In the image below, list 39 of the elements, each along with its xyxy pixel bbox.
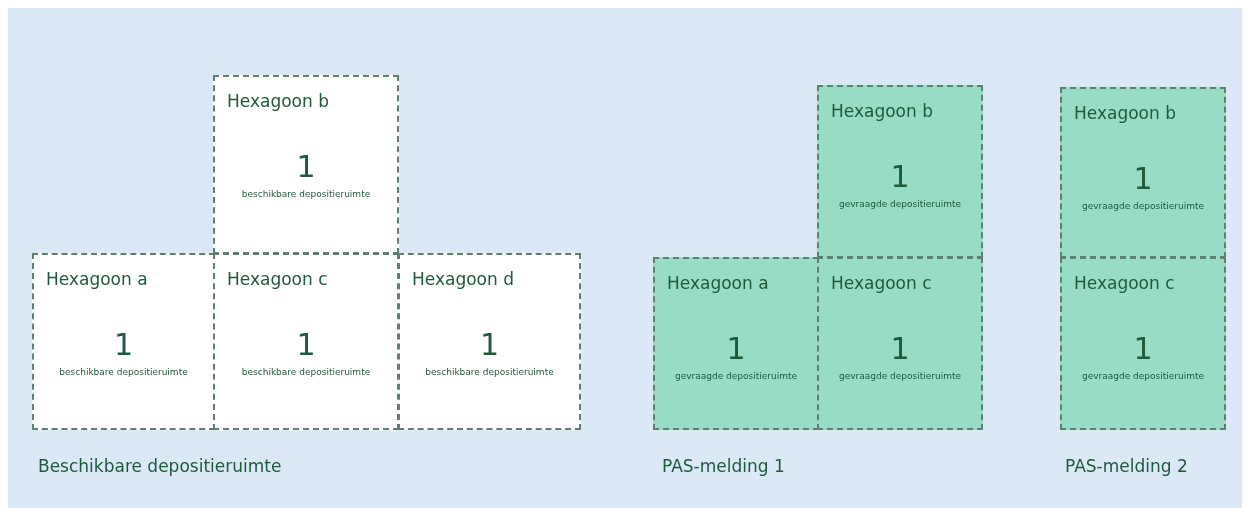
hexagon-tile (1060, 257, 1226, 430)
hexagon-tile (213, 253, 399, 430)
hexagon-tile (653, 257, 819, 430)
hexagon-tile (817, 85, 983, 258)
deposition-caption: beschikbare depositieruimte (58, 367, 189, 377)
group-caption: PAS-melding 1 (662, 456, 785, 476)
hexagon-name: Hexagoon b (1074, 103, 1176, 123)
deposition-value: 1 (725, 331, 747, 366)
hexagon-name: Hexagoon a (667, 273, 769, 293)
deposition-value: 1 (478, 327, 501, 362)
deposition-caption: gevraagde depositieruimte (1080, 201, 1206, 211)
deposition-caption: beschikbare depositieruimte (240, 367, 372, 377)
hexagon-name: Hexagoon a (46, 269, 148, 289)
deposition-value: 1 (1132, 161, 1154, 196)
hexagon-name: Hexagoon d (412, 269, 514, 289)
deposition-caption: beschikbare depositieruimte (424, 367, 555, 377)
hexagon-tile (398, 253, 581, 430)
deposition-caption: gevraagde depositieruimte (837, 371, 963, 381)
group-caption: PAS-melding 2 (1065, 456, 1188, 476)
deposition-value: 1 (295, 149, 317, 184)
group-caption: Beschikbare depositieruimte (38, 456, 282, 476)
deposition-value: 1 (889, 331, 911, 366)
deposition-caption: gevraagde depositieruimte (673, 371, 799, 381)
deposition-caption: gevraagde depositieruimte (837, 199, 963, 209)
hexagon-tile (213, 75, 399, 254)
hexagon-name: Hexagoon c (831, 273, 932, 293)
deposition-value: 1 (889, 159, 911, 194)
deposition-caption: gevraagde depositieruimte (1080, 371, 1206, 381)
hexagon-tile (32, 253, 215, 430)
hexagon-name: Hexagoon c (1074, 273, 1175, 293)
hexagon-tile (817, 257, 983, 430)
deposition-value: 1 (1132, 331, 1154, 366)
deposition-value: 1 (112, 327, 135, 362)
hexagon-name: Hexagoon b (227, 91, 329, 111)
hexagon-name: Hexagoon c (227, 269, 328, 289)
hexagon-tile (1060, 87, 1226, 258)
deposition-caption: beschikbare depositieruimte (240, 189, 372, 199)
hexagon-name: Hexagoon b (831, 101, 933, 121)
deposition-value: 1 (295, 327, 317, 362)
